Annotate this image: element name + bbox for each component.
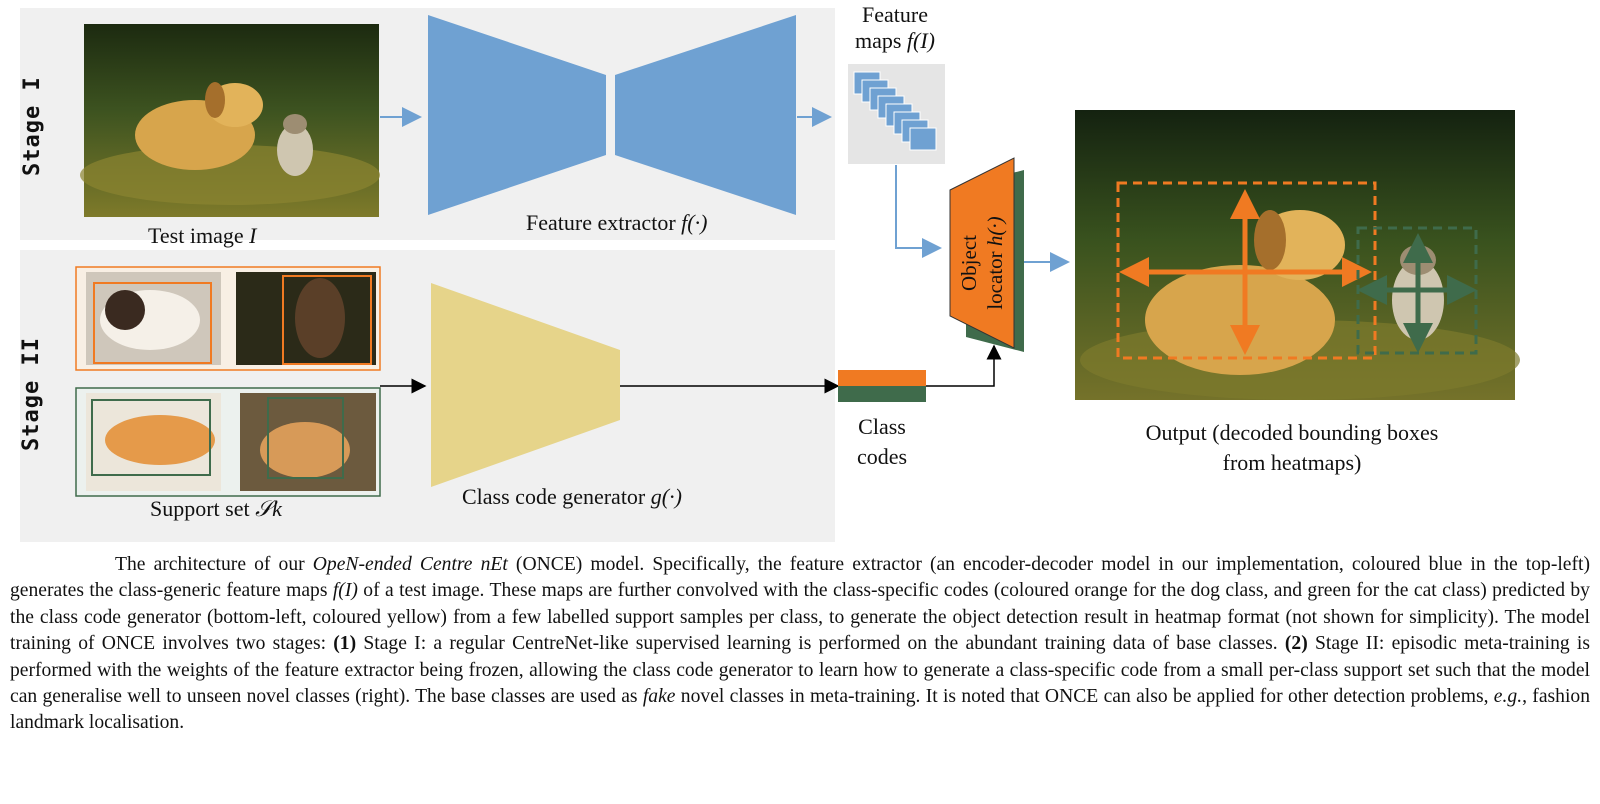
output-label: Output (decoded bounding boxes from heat… (1145, 420, 1439, 475)
decoder-block (615, 15, 796, 215)
encoder-block (428, 15, 606, 215)
figure-caption: The architecture of our OpeN-ended Centr… (10, 552, 1590, 737)
stage2-label: Stage II (19, 337, 44, 451)
dog-bounding-box (1116, 181, 1377, 360)
test-image (80, 24, 380, 217)
test-image-label: Test image I (148, 223, 257, 248)
class-codes-label: Class codes (856, 414, 908, 469)
feature-maps-label: Feature maps f(I) (854, 2, 936, 53)
object-locator-block (949, 157, 1015, 349)
class-code-generator-label: Class code generator g(·) (462, 484, 682, 509)
caption-paragraph: The architecture of our OpeN-ended Centr… (10, 554, 1590, 734)
feature-maps-stack (848, 64, 945, 164)
architecture-figure: Stage I Stage II Test image I Feature ex… (19, 2, 1520, 542)
class-code-dog (838, 370, 926, 386)
class-code-cat (838, 386, 926, 402)
object-locator-label: Object locator h(·) (957, 216, 1007, 310)
support-set-label: Support set 𝒮k (150, 496, 282, 521)
class-code-generator-block (431, 283, 620, 487)
figure-graphics (20, 8, 1520, 542)
feature-extractor-label: Feature extractor f(·) (526, 210, 708, 235)
support-set (75, 266, 381, 497)
stage1-label: Stage I (20, 76, 45, 176)
